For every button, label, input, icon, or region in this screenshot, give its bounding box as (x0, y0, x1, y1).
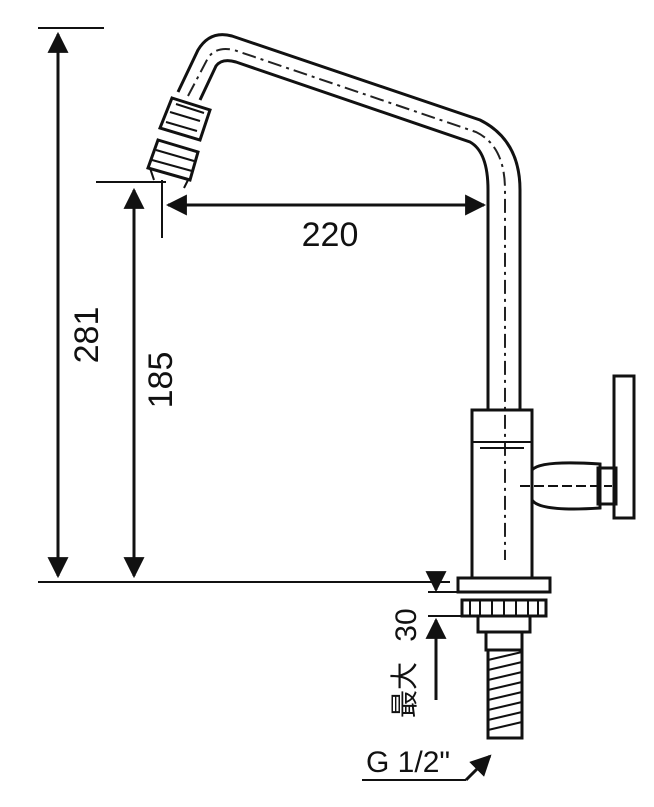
dimension-185: 185 (96, 181, 180, 579)
dim-label-281: 281 (68, 307, 106, 364)
valve-body (470, 408, 534, 580)
base-flange (456, 576, 552, 594)
valve-handle (520, 374, 636, 520)
dimension-max-30: 30 最大 (388, 571, 470, 718)
dim-label-220: 220 (302, 216, 359, 254)
spout-centerline (187, 48, 506, 560)
dimension-281: 281 (38, 27, 450, 583)
threaded-shank (486, 648, 524, 740)
spout-outer (176, 33, 522, 410)
dim-label-30: 30 (390, 608, 423, 641)
thread-label: G 1/2" (366, 746, 450, 779)
mounting-nut (460, 598, 548, 652)
spout-inner (198, 59, 490, 410)
thread-callout: G 1/2" (362, 746, 492, 782)
dimension-220: 220 (161, 180, 487, 254)
faucet-outline (146, 33, 636, 740)
nozzle (146, 96, 212, 189)
dim-label-max: 最大 (388, 662, 421, 718)
dim-label-185: 185 (142, 352, 180, 409)
